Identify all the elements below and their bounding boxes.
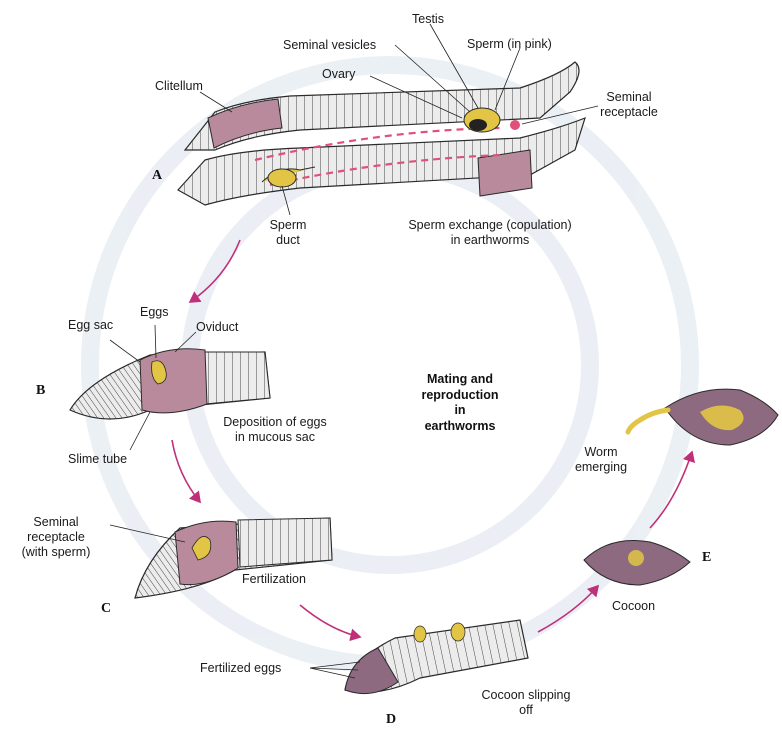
emerging-worm [628,410,668,432]
label-egg-sac: Egg sac [68,318,113,333]
arrow-c-to-d [300,605,360,637]
title-line: in [395,403,525,419]
stage-b-worm [70,349,270,419]
stage-letter-d: D [386,712,396,728]
stage-a-worms [178,62,585,205]
label-line: emerging [568,460,634,475]
label-fertilization: Fertilization [242,572,306,587]
label-seminal-vesicles: Seminal vesicles [283,38,376,53]
stage-letter-e: E [702,550,711,566]
label-eggs: Eggs [140,305,169,320]
label-ovary: Ovary [322,67,355,82]
stage-e-cocoons [584,389,778,585]
label-line: receptacle [6,530,106,545]
diagram-title: Mating and reproduction in earthworms [395,372,525,434]
sperm-dot [510,120,520,130]
label-line: Cocoon slipping [466,688,586,703]
label-line: (with sperm) [6,545,106,560]
label-deposition: Deposition of eggs in mucous sac [210,415,340,445]
upper-clitellum [208,99,282,148]
label-line: Sperm [258,218,318,233]
label-clitellum: Clitellum [155,79,203,94]
label-line: Worm [568,445,634,460]
stage-letter-c: C [101,601,111,617]
title-line: reproduction [395,388,525,404]
label-seminal-receptacle-sperm: Seminal receptacle (with sperm) [6,515,106,560]
title-line: earthworms [395,419,525,435]
arrow-b-to-c [172,440,200,502]
label-line: duct [258,233,318,248]
label-fertilized-eggs: Fertilized eggs [200,661,281,676]
label-line: in mucous sac [210,430,340,445]
label-testis: Testis [412,12,444,27]
stage-d-worm [345,620,528,694]
label-line: off [466,703,586,718]
label-seminal-receptacle: Seminal receptacle [594,90,664,120]
label-line: Seminal [594,90,664,105]
label-line: in earthworms [390,233,590,248]
label-worm-emerging: Worm emerging [568,445,634,475]
stage-letter-b: B [36,383,45,399]
label-line: Seminal [6,515,106,530]
label-oviduct: Oviduct [196,320,238,335]
stage-letter-a: A [152,168,162,184]
label-sperm-duct: Sperm duct [258,218,318,248]
label-line: Deposition of eggs [210,415,340,430]
label-cocoon-slipping: Cocoon slipping off [466,688,586,718]
label-sperm-in-pink: Sperm (in pink) [467,37,552,52]
egg-sac [140,349,207,413]
label-cocoon: Cocoon [612,599,655,614]
label-sperm-exchange: Sperm exchange (copulation) in earthworm… [390,218,590,248]
label-slime-tube: Slime tube [68,452,127,467]
lower-clitellum [478,150,532,196]
label-line: receptacle [594,105,664,120]
title-line: Mating and [395,372,525,388]
label-line: Sperm exchange (copulation) [390,218,590,233]
